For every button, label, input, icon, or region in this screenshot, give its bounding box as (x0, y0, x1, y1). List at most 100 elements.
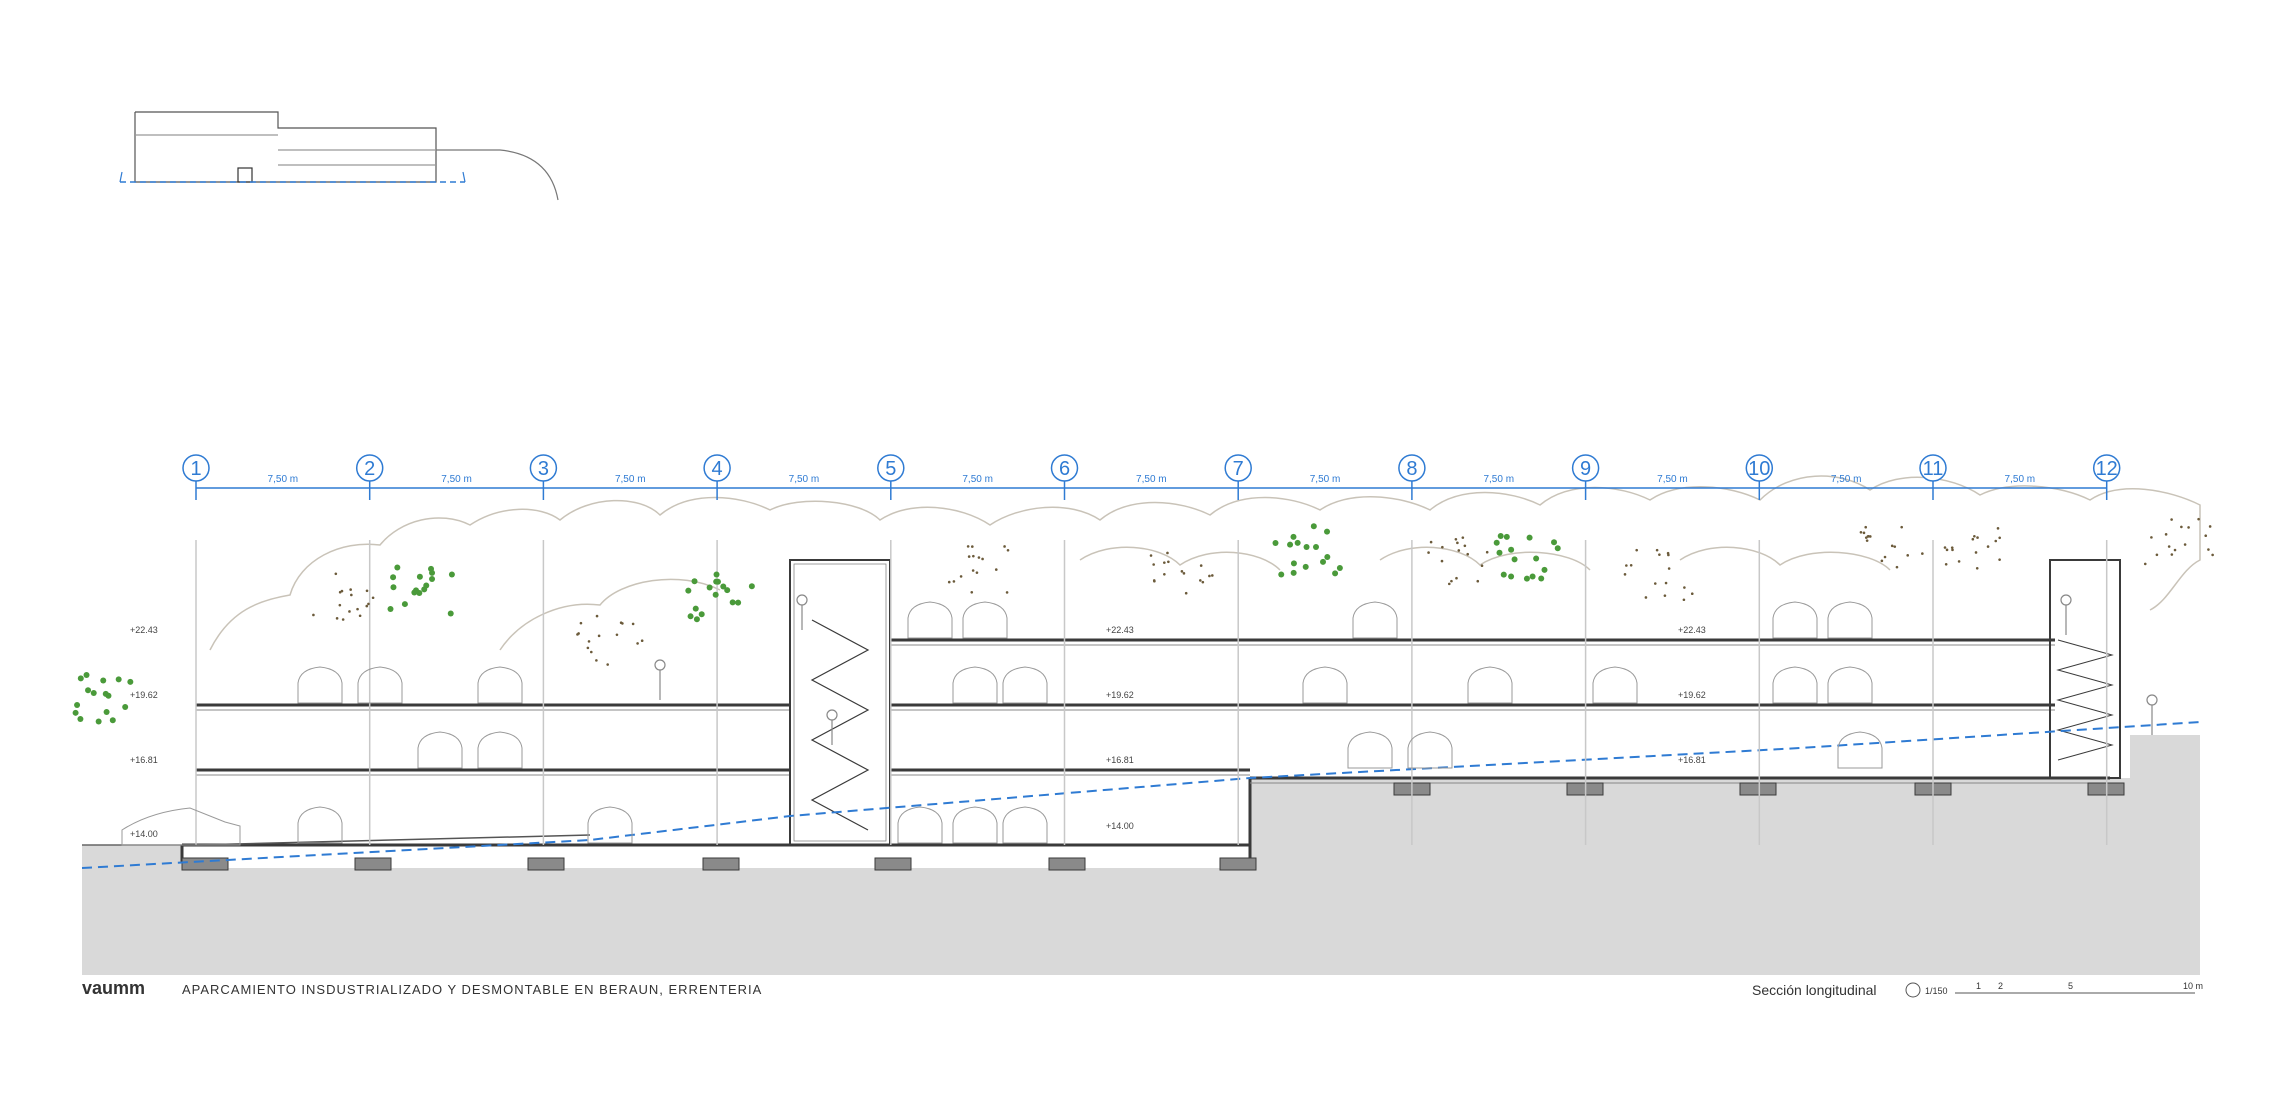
grid-bubble-4 (703, 454, 731, 482)
foliage-dot (335, 617, 339, 620)
parked-car (907, 601, 953, 639)
foliage-dot (975, 571, 979, 574)
foliage-dot (1290, 560, 1297, 567)
foliage-dot (1623, 573, 1627, 576)
grid-axis-label-1: 1 (190, 458, 201, 480)
foliage-dot (334, 572, 338, 576)
foliage-dot (685, 587, 692, 594)
foliage-dot (1625, 564, 1628, 567)
grid-axis-label-9: 9 (1580, 458, 1591, 480)
foliage-dot (1163, 572, 1166, 576)
foliage-dot (85, 687, 92, 694)
parked-car (1002, 666, 1048, 704)
foliage-dot (1998, 536, 2001, 540)
parked-car (297, 666, 343, 704)
foliage-dot (2155, 553, 2159, 557)
grid-axis-label-2: 2 (364, 458, 375, 480)
parked-car (417, 731, 463, 769)
foliage-dot (972, 554, 975, 558)
grid-bubble-1 (182, 454, 210, 482)
foliage-dot (1655, 548, 1659, 552)
foliage-dot (1893, 545, 1897, 548)
foliage-dot (1302, 563, 1309, 570)
level-mid-b: +19.62 (1678, 690, 1706, 700)
foliage-dot (1508, 546, 1515, 553)
foliage-dot (1629, 563, 1633, 567)
foliage-dot (1278, 571, 1285, 578)
tree-canopy (209, 475, 2201, 651)
foliage-dot (1324, 554, 1331, 561)
foliage-dot (691, 578, 698, 585)
foliage-dot (390, 574, 397, 581)
foliage-dot (1006, 548, 1010, 552)
foliage-dot (1199, 579, 1202, 582)
foliage-dot (1950, 546, 1954, 549)
foliage-dot (636, 642, 639, 645)
grid-axis-label-7: 7 (1233, 458, 1244, 480)
foliage-dot (1921, 552, 1924, 555)
foliage-dot (1163, 561, 1166, 564)
foliage-dot (1975, 566, 1979, 570)
foliage-dot (631, 622, 635, 626)
project-title: APARCAMIENTO INSDUSTRIALIZADO Y DESMONTA… (182, 982, 762, 997)
foliage-dot (421, 586, 428, 593)
foliage-dot (712, 591, 719, 598)
foliage-dot (698, 611, 705, 618)
grid-bubble-9 (1571, 454, 1600, 482)
grid-bubble-3 (529, 454, 558, 482)
ramp (195, 834, 591, 846)
foliage-dot (1682, 598, 1686, 602)
parked-car (1407, 731, 1453, 769)
foliage-dot (693, 616, 700, 623)
grid-bubble-11 (1919, 454, 1947, 482)
foliage-dot (95, 718, 102, 725)
foliage-dot (959, 575, 963, 578)
foliage-dot (1167, 560, 1170, 564)
foliage-dot (447, 610, 454, 617)
grid-axis-label-12: 12 (2096, 458, 2118, 480)
foliage-dot (952, 580, 956, 583)
foliage-dot (2204, 534, 2208, 538)
foliage-dot (1998, 558, 2001, 561)
foliage-dot (1538, 575, 1545, 582)
foliage-dot (90, 689, 97, 696)
grid-bubble-8 (1398, 454, 1426, 482)
parked-car (1772, 601, 1818, 639)
foliage-dot (1533, 555, 1540, 562)
foliage-dot (1290, 569, 1297, 576)
bay-dimension-6: 7,50 m (1136, 474, 1167, 485)
parked-car (952, 666, 998, 704)
foliage-dot (312, 613, 315, 617)
foliage-dot (356, 607, 359, 611)
foliage-dot (1541, 566, 1548, 573)
foliage-dot (77, 716, 84, 723)
foliage-dot (1427, 551, 1430, 554)
foliage-dot (349, 588, 352, 591)
parked-car (477, 666, 523, 704)
foliage-dot (595, 614, 599, 618)
foliage-dot (1457, 549, 1461, 552)
foliage-dot (1199, 564, 1203, 567)
foliage-dot (1526, 534, 1533, 541)
parked-car (1827, 666, 1873, 704)
foliage-dot (1485, 550, 1489, 554)
foliage-dot (587, 640, 591, 643)
foliage-dot (1496, 549, 1503, 556)
foliage-dot (1943, 546, 1947, 549)
stair-core-main (789, 559, 891, 846)
foliage-dot (1429, 540, 1433, 544)
foliage-dot (1456, 541, 1459, 545)
foliage-dot (615, 633, 619, 637)
parked-car (1827, 601, 1873, 639)
level-top-a: +22.43 (1106, 625, 1134, 635)
foliage-dot (1666, 551, 1670, 555)
grid-bubble-2 (355, 454, 384, 482)
foliage-dot (735, 599, 742, 606)
foliage-dot (2164, 533, 2168, 536)
foliage-dot (2150, 536, 2153, 539)
foliage-dot (2167, 545, 2171, 548)
grid-bubble-10 (1745, 454, 1774, 482)
foliage-dot (1868, 535, 1872, 538)
foliage-dot (1862, 531, 1866, 535)
foliage-dot (687, 613, 694, 620)
